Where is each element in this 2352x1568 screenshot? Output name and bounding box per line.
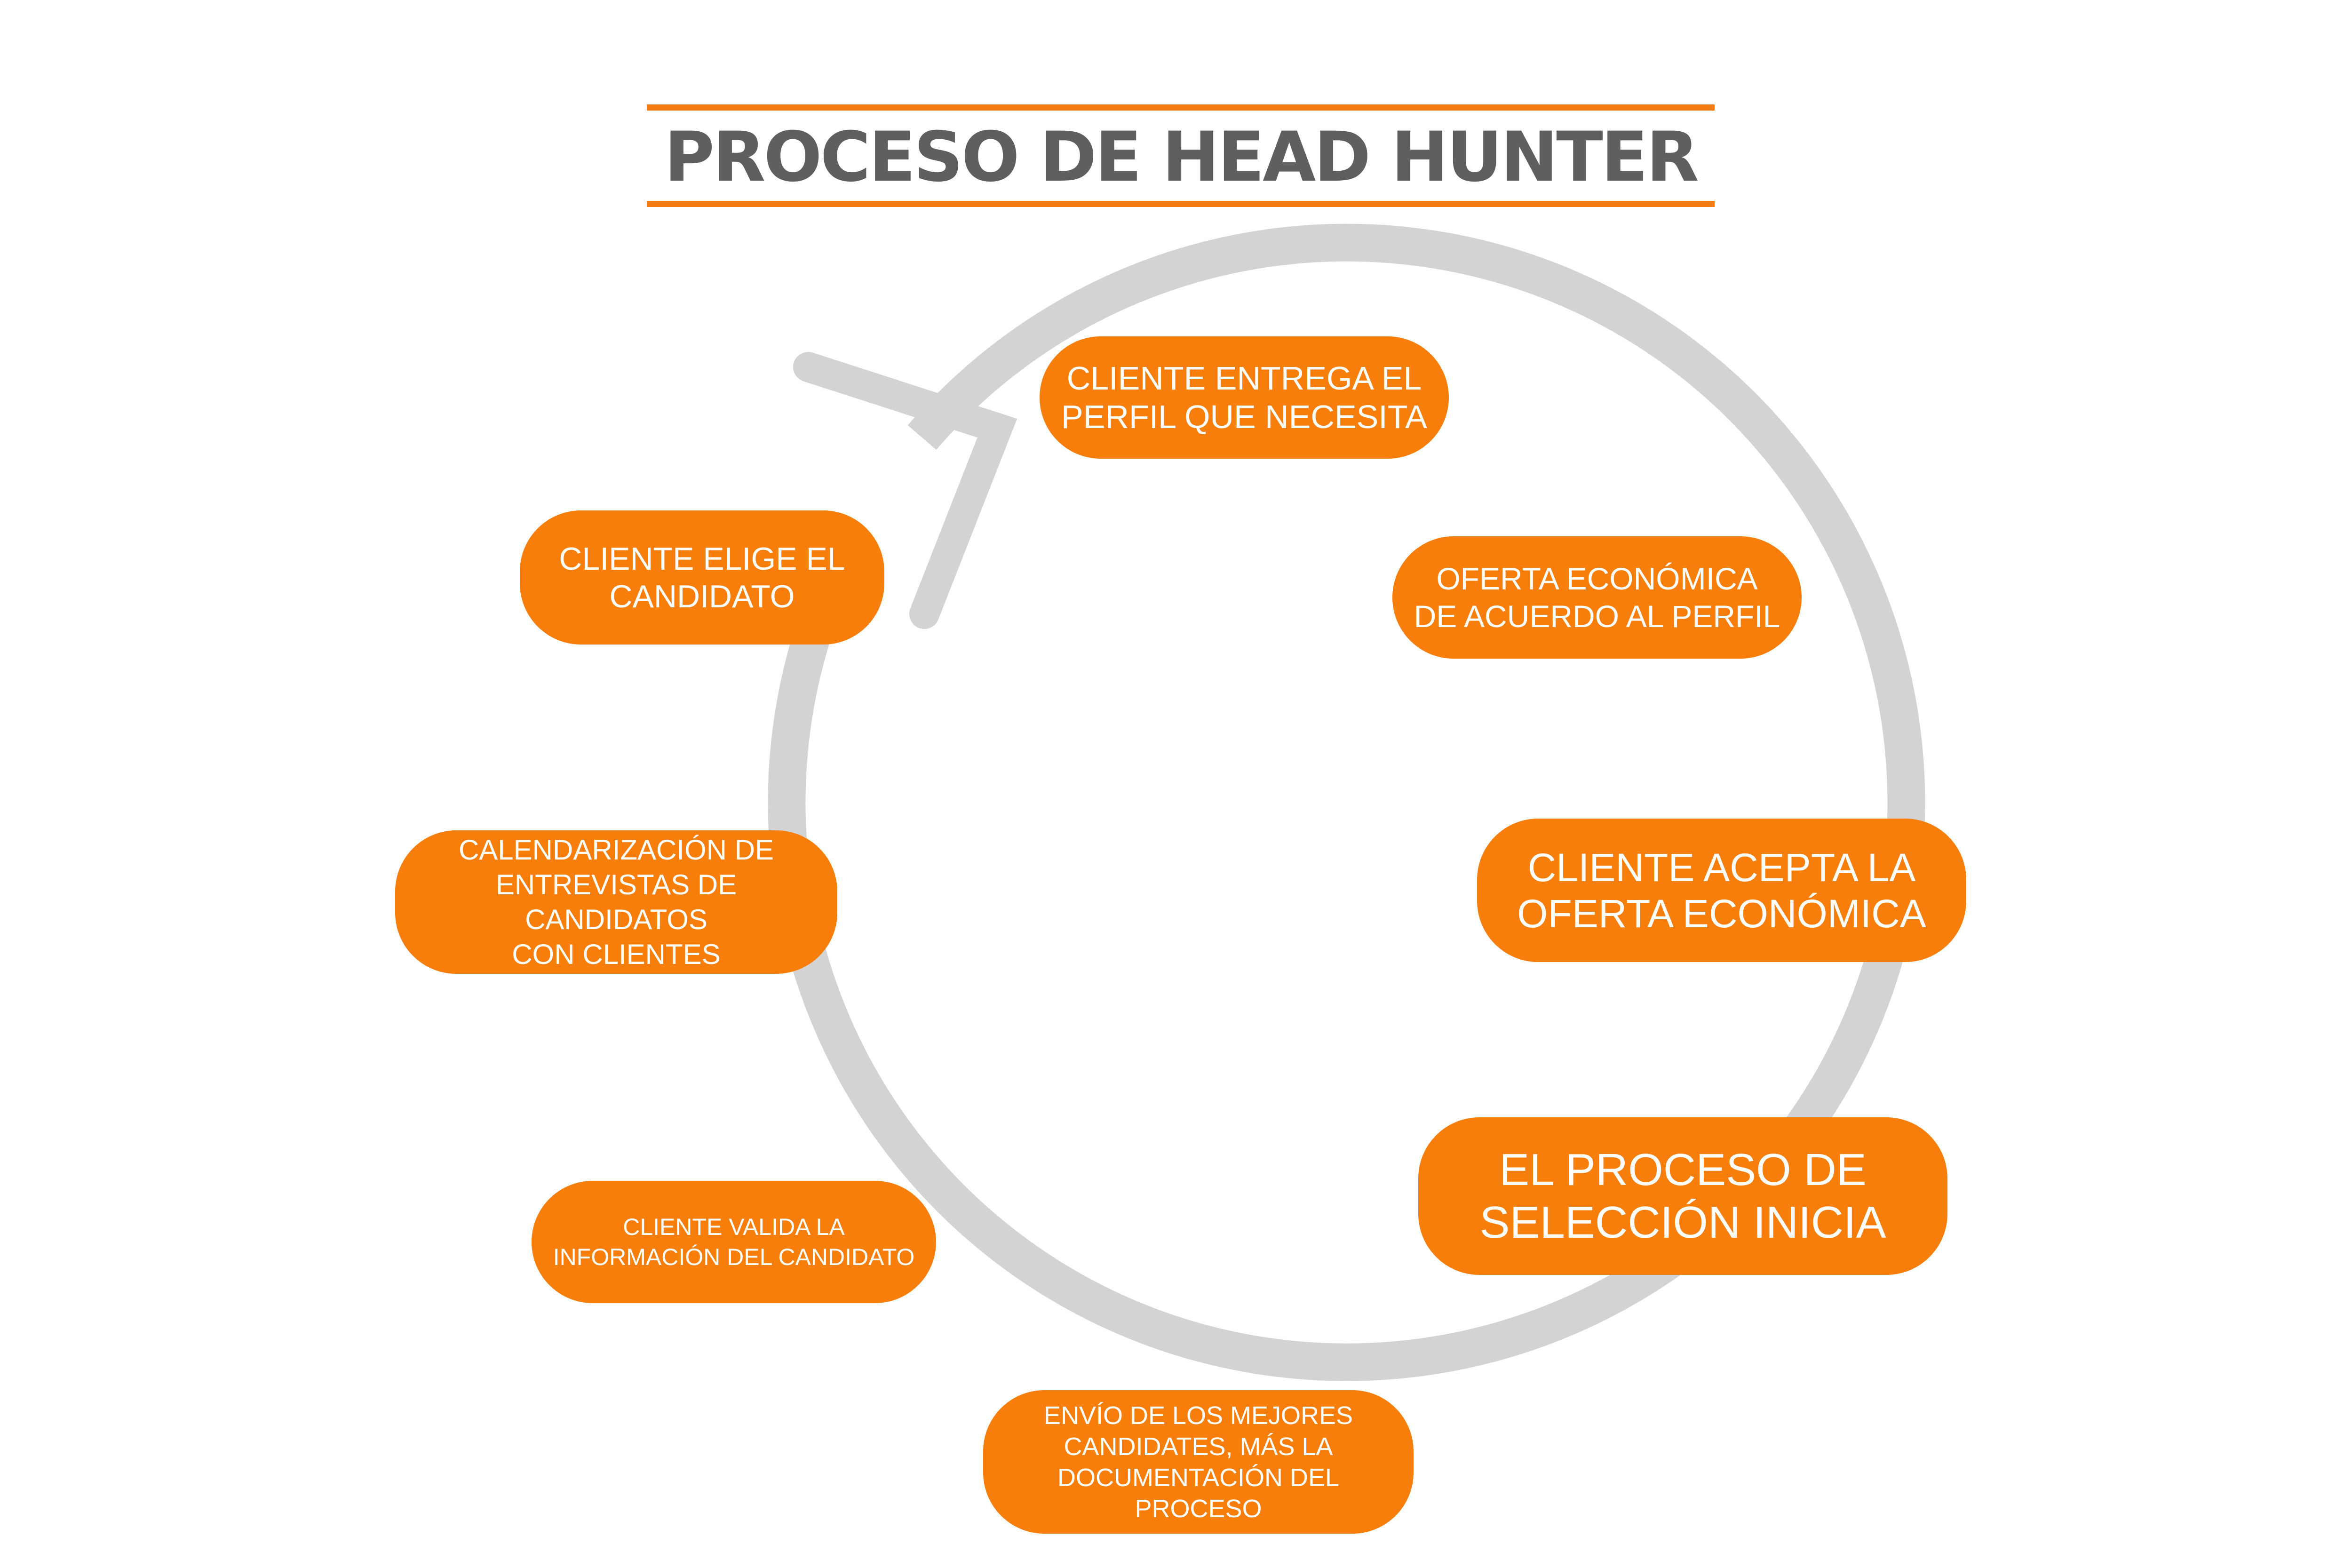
step-label: OFERTA ECONÓMICA DE ACUERDO AL PERFIL [1414, 561, 1780, 634]
step-label: ENVÍO DE LOS MEJORES CANDIDATES, MÁS LA … [1043, 1401, 1353, 1523]
page-title: PROCESO DE HEAD HUNTER [664, 117, 1699, 197]
step-label: CLIENTE ENTREGA EL PERFIL QUE NECESITA [1061, 360, 1427, 435]
step-send-best-candidates: ENVÍO DE LOS MEJORES CANDIDATES, MÁS LA … [983, 1390, 1414, 1534]
step-label: CLIENTE VALIDA LA INFORMACIÓN DEL CANDID… [553, 1214, 915, 1270]
cycle-ring [768, 223, 1925, 1381]
step-selection-starts: EL PROCESO DE SELECCIÓN INICIA [1418, 1117, 1947, 1275]
step-label: CALENDARIZACIÓN DE ENTREVISTAS DE CANDID… [458, 834, 774, 970]
step-client-validates-info: CLIENTE VALIDA LA INFORMACIÓN DEL CANDID… [532, 1181, 936, 1303]
step-label: EL PROCESO DE SELECCIÓN INICIA [1479, 1144, 1886, 1248]
step-client-accepts-offer: CLIENTE ACEPTA LA OFERTA ECONÓMICA [1477, 819, 1966, 962]
step-interview-scheduling: CALENDARIZACIÓN DE ENTREVISTAS DE CANDID… [395, 830, 837, 974]
step-economic-offer: OFERTA ECONÓMICA DE ACUERDO AL PERFIL [1392, 536, 1802, 659]
title-rule-bottom [647, 201, 1715, 207]
step-client-delivers-profile: CLIENTE ENTREGA EL PERFIL QUE NECESITA [1040, 336, 1449, 459]
step-label: CLIENTE ELIGE EL CANDIDATO [559, 541, 845, 614]
step-label: CLIENTE ACEPTA LA OFERTA ECONÓMICA [1517, 845, 1926, 936]
step-client-chooses-candidate: CLIENTE ELIGE EL CANDIDATO [520, 510, 884, 645]
cycle-arrowhead-icon [793, 352, 1017, 629]
title-rule-top [647, 104, 1715, 111]
